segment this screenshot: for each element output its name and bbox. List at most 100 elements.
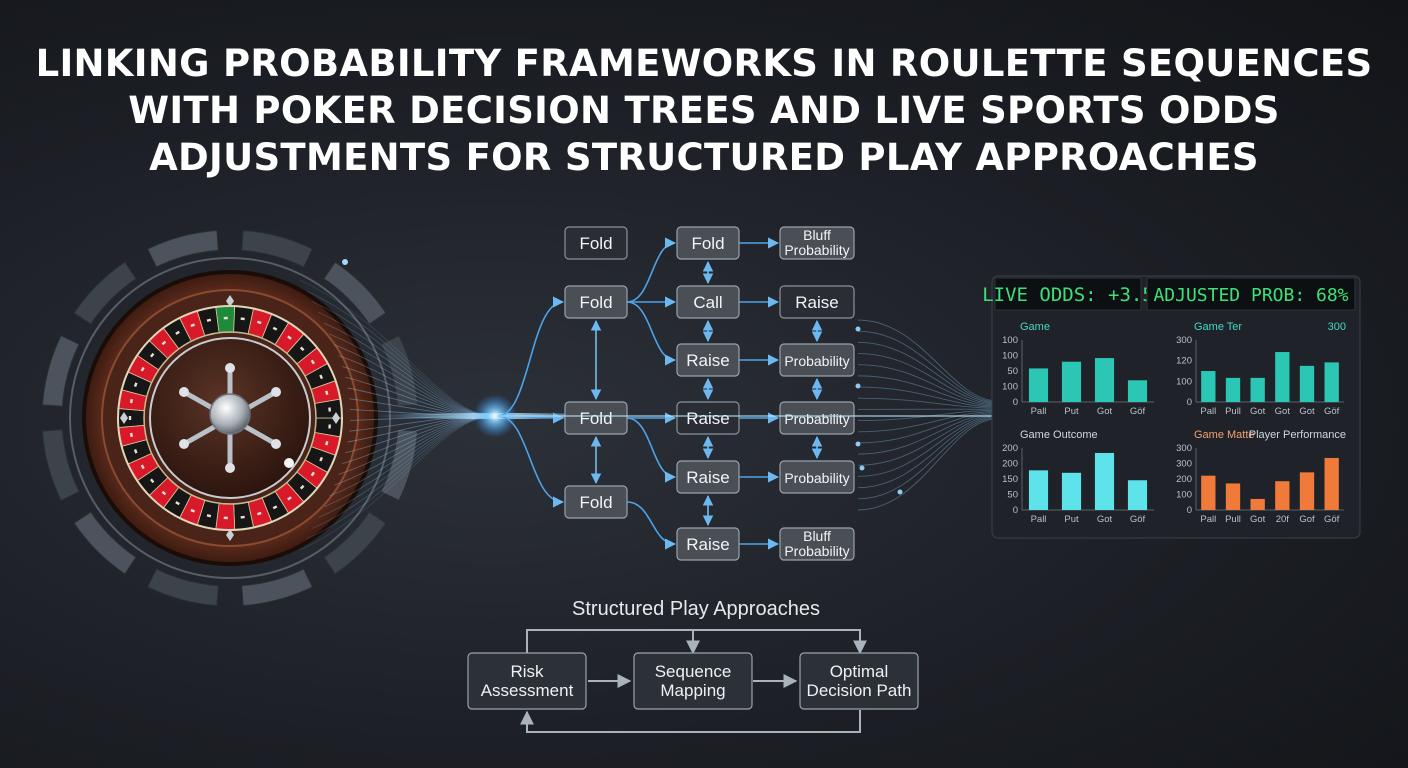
chart-bar	[1028, 470, 1049, 510]
y-tick-label: 50	[1007, 490, 1018, 501]
root-edge	[497, 415, 565, 508]
title-line-2: WITH POKER DECISION TREES AND LIVE SPORT…	[128, 89, 1280, 132]
tree-node-n13: Fold	[564, 485, 628, 519]
decision-tree-edges	[497, 237, 903, 550]
pocket-number-mark	[299, 346, 305, 352]
connector-streak	[857, 364, 993, 406]
chart-title: Game	[1020, 321, 1050, 333]
pocket-number-mark	[161, 340, 167, 346]
x-tick-label: Got	[1097, 406, 1113, 417]
dashboard-panel	[991, 275, 1361, 539]
adjusted-prob-text: ADJUSTED PROB: 68%	[1153, 285, 1348, 306]
spark	[342, 259, 348, 265]
pocket-number-mark	[133, 449, 138, 454]
chart-bar	[1127, 380, 1148, 402]
connector-streak	[857, 411, 993, 433]
pocket-number-mark	[257, 320, 262, 325]
structured-play-section: Structured Play Approaches RiskAssessmen…	[467, 598, 919, 733]
connector-streak	[857, 330, 993, 402]
tree-node-label: Raise	[686, 535, 729, 554]
pocket-number-mark	[190, 323, 196, 328]
tree-node-label: Raise	[686, 468, 729, 487]
x-tick-label: Got	[1275, 406, 1291, 417]
tree-node-label: Probability	[784, 470, 849, 486]
y-tick-label: 100	[1002, 351, 1018, 362]
roulette-wheel	[41, 229, 419, 607]
chart-title: Game Ter	[1194, 321, 1242, 333]
ring-segment	[41, 429, 80, 502]
pocket-number-mark	[150, 352, 155, 358]
pocket-number-mark	[299, 484, 305, 490]
pocket-number-mark	[223, 316, 228, 320]
chart-bar	[1094, 358, 1115, 402]
tree-node-label: Raise	[686, 409, 729, 428]
tree-edge	[626, 417, 677, 483]
connector-streak	[857, 341, 993, 404]
structured-title: Structured Play Approaches	[572, 598, 820, 620]
pocket-number-mark	[150, 478, 155, 484]
ring-segment	[41, 334, 80, 407]
tree-node-label: Fold	[579, 409, 612, 428]
pocket-number-mark	[140, 366, 145, 372]
tree-node-label: Probability	[784, 543, 849, 559]
connector-streak	[857, 412, 993, 444]
x-tick-label: Put	[1064, 514, 1079, 525]
ring-segment	[323, 261, 387, 325]
y-tick-label: 150	[1002, 474, 1018, 485]
tree-node-label: Fold	[579, 493, 612, 512]
x-tick-label: Göf	[1130, 514, 1146, 525]
x-tick-label: Göf	[1324, 514, 1340, 525]
tree-node-label: Fold	[579, 293, 612, 312]
x-tick-label: Pall	[1200, 406, 1216, 417]
y-tick-label: 300	[1176, 335, 1192, 346]
x-tick-label: Pall	[1031, 514, 1047, 525]
page-title: LINKING PROBABILITY FRAMEWORKS IN ROULET…	[0, 40, 1408, 181]
y-tick-label: 200	[1176, 474, 1192, 485]
tree-dot	[855, 441, 861, 447]
diamond-deflector	[120, 412, 128, 424]
chart-bar	[1127, 480, 1148, 510]
y-tick-label: 50	[1007, 366, 1018, 377]
wheel-pockets	[117, 295, 343, 541]
pocket-number-mark	[223, 516, 228, 520]
title-line-1: LINKING PROBABILITY FRAMEWORKS IN ROULET…	[35, 42, 1373, 85]
chart-bar	[1225, 483, 1241, 510]
pocket-number-mark	[190, 508, 196, 513]
ring-segment	[146, 568, 219, 607]
tree-node-n12: Probability	[779, 460, 855, 494]
root-edge	[497, 296, 565, 417]
tree-node-label: Probability	[784, 242, 849, 258]
y-tick-label: 0	[1013, 397, 1018, 408]
tree-edge	[626, 237, 677, 303]
chart-bar	[1225, 377, 1241, 402]
connector-streak	[857, 397, 993, 409]
pocket-number-mark	[272, 505, 278, 510]
tree-node-n1: Fold	[676, 226, 740, 260]
tree-node-label: Fold	[691, 234, 724, 253]
chart-bar	[1028, 368, 1049, 402]
tree-edge	[626, 301, 677, 366]
ring-segment	[73, 261, 137, 325]
tree-node-label: Raise	[686, 351, 729, 370]
pocket-number-mark	[325, 440, 329, 446]
tree-node-label: Bluff	[803, 227, 831, 243]
connector-streak	[857, 319, 993, 401]
tree-dot	[859, 465, 865, 471]
wheel-turret	[179, 363, 281, 473]
connector-streaks	[495, 319, 993, 511]
tree-node-n10: Probability	[779, 401, 855, 435]
chart-title: Game Matte	[1194, 429, 1255, 441]
tree-dot	[897, 489, 903, 495]
chart-bar	[1324, 362, 1339, 402]
diamond-deflector	[226, 529, 234, 541]
connector-streak	[857, 414, 993, 466]
tree-node-n14: Raise	[676, 527, 740, 561]
adjusted-prob-ticker	[1146, 277, 1356, 311]
pocket-number-mark	[133, 382, 138, 387]
y-tick-label: 100	[1002, 382, 1018, 393]
y-tick-label: 100	[1176, 376, 1192, 387]
